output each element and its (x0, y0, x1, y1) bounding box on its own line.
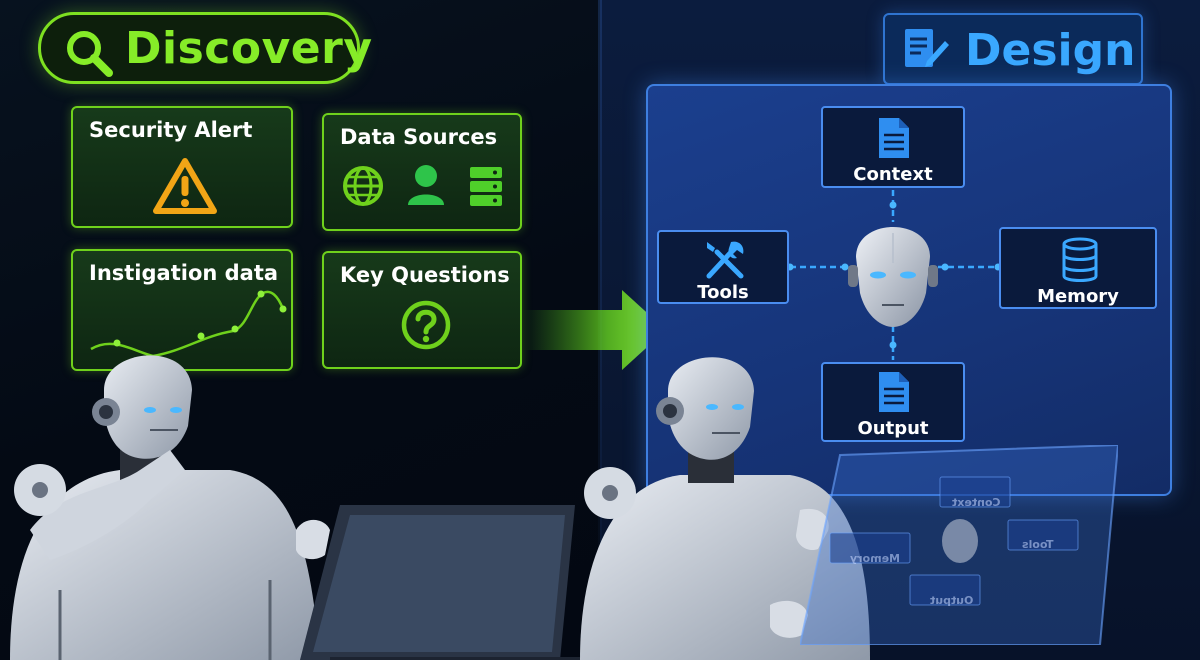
tablet-output-reflection: Output (930, 594, 974, 607)
warning-icon (153, 158, 217, 214)
globe-icon (343, 166, 383, 206)
document-icon (879, 118, 909, 158)
trend-line-graphic (90, 290, 287, 358)
thinking-robot-illustration (10, 355, 600, 660)
output-label: Output (857, 418, 929, 439)
server-icon (470, 167, 502, 206)
designer-robot-illustration (580, 357, 870, 660)
instigation-data-label: Instigation data (89, 261, 279, 285)
output-node: Output (821, 362, 965, 442)
tools-icon (706, 241, 744, 279)
document-icon (879, 372, 909, 412)
memory-label: Memory (1037, 286, 1119, 307)
question-icon (401, 300, 451, 350)
memory-node: Memory (999, 227, 1157, 309)
data-sources-label: Data Sources (340, 125, 498, 149)
instigation-data-card: Instigation data (71, 249, 293, 371)
database-icon (1062, 237, 1098, 282)
security-alert-label: Security Alert (89, 118, 253, 142)
user-icon (408, 165, 444, 205)
security-alert-card: Security Alert (71, 106, 293, 228)
agent-robot-head (848, 227, 938, 327)
key-questions-label: Key Questions (340, 263, 510, 287)
document-edit-icon (905, 29, 949, 67)
tablet-tools-reflection: Tools (1022, 538, 1054, 551)
data-sources-card: Data Sources (322, 113, 522, 231)
key-questions-card: Key Questions (322, 251, 522, 369)
tools-node: Tools (657, 230, 789, 304)
search-icon (67, 31, 113, 77)
arrow-right-icon (520, 290, 666, 370)
design-title-badge: Design (883, 13, 1143, 85)
tablet-context-reflection: Context (952, 496, 1001, 509)
context-label: Context (853, 164, 933, 185)
holographic-tablet (800, 445, 1118, 645)
tools-label: Tools (697, 282, 749, 303)
discovery-title-badge: Discovery (38, 12, 372, 84)
design-title: Design (965, 25, 1136, 76)
context-node: Context (821, 106, 965, 188)
tablet-memory-reflection: Memory (850, 552, 901, 565)
discovery-title: Discovery (125, 23, 373, 74)
